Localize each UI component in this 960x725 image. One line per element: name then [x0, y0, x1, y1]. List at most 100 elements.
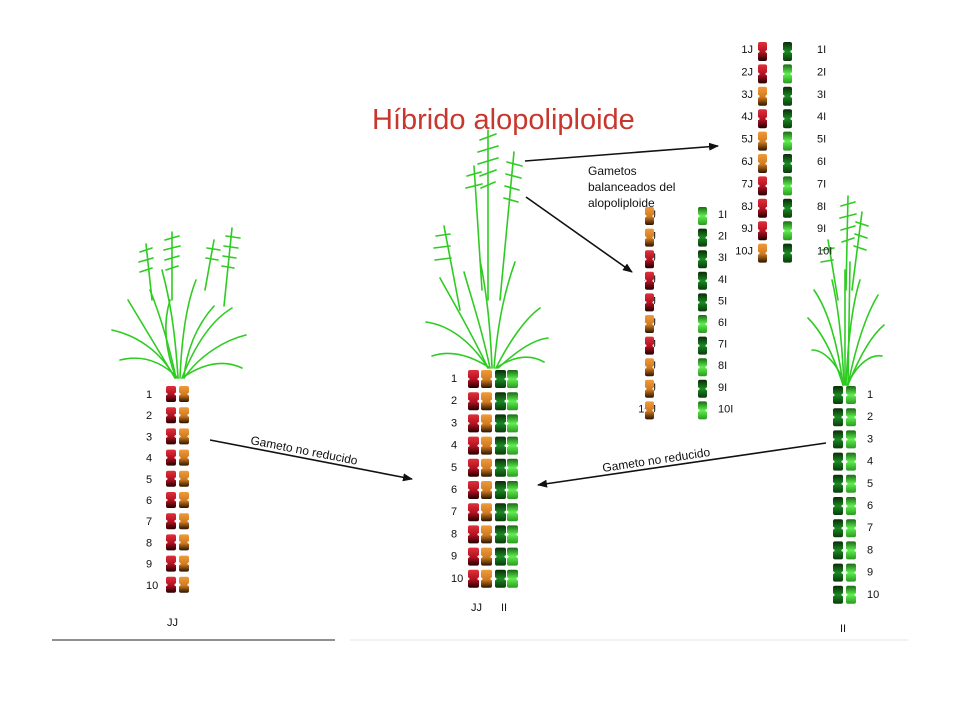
chromosome-jj-a-4 — [165, 449, 177, 466]
gamete-label-right: 4I — [718, 274, 727, 286]
gamete-chromosome-i-1 — [697, 207, 708, 225]
chromosome-hybrid-3-8 — [506, 525, 519, 544]
chromosome-hybrid-0-7 — [467, 503, 480, 522]
gamete-chromosome-j-8 — [757, 198, 768, 218]
gamete-chromosome-j-3 — [644, 250, 655, 269]
gamete-chromosome-j-2 — [644, 228, 655, 247]
chromosome-set-label-jj: JJ — [471, 602, 482, 614]
chromosome-hybrid-1-5 — [480, 458, 493, 477]
chromosome-ii-b-5 — [845, 474, 857, 493]
chromosome-hybrid-0-10 — [467, 569, 480, 588]
gamete-chromosome-i-9 — [697, 379, 708, 398]
chromosome-hybrid-1-8 — [480, 525, 493, 544]
grass-plant-jj — [111, 227, 247, 379]
chromosome-number: 3 — [867, 433, 873, 445]
chromosome-hybrid-1-4 — [480, 436, 493, 455]
chromosome-hybrid-1-7 — [480, 503, 493, 522]
chromosome-hybrid-3-3 — [506, 414, 519, 433]
gamete-label-right: 5I — [817, 134, 826, 146]
gamete-chromosome-i-8 — [697, 358, 708, 377]
chromosome-hybrid-0-1 — [467, 370, 480, 388]
gamete-chromosome-i-3 — [697, 250, 708, 269]
chromosome-number: 10 — [451, 573, 463, 585]
gamete-label-right: 9I — [817, 223, 826, 235]
gamete-label-right: 10I — [718, 403, 733, 415]
chromosome-hybrid-3-7 — [506, 503, 519, 522]
chromosome-hybrid-2-10 — [494, 569, 507, 588]
gamete-chromosome-i-10 — [697, 401, 708, 420]
gamete-label-right: 6I — [718, 317, 727, 329]
gamete-chromosome-i-9 — [782, 221, 793, 241]
gamete-label-left: 1J — [741, 44, 753, 56]
chromosome-number: 5 — [146, 474, 152, 486]
chromosome-hybrid-0-2 — [467, 392, 480, 411]
gamete-chromosome-j-6 — [757, 154, 768, 173]
chromosome-number: 10 — [146, 580, 158, 592]
grass-plant-hybrid — [425, 129, 549, 369]
chromosome-hybrid-1-6 — [480, 481, 493, 499]
gamete-chromosome-i-7 — [697, 336, 708, 355]
chromosome-ii-a-2 — [832, 408, 844, 427]
chromosome-number: 5 — [451, 462, 457, 474]
chromosome-hybrid-0-9 — [467, 547, 480, 566]
gamete-label-left: 9J — [741, 223, 753, 235]
chromosome-hybrid-2-6 — [494, 481, 507, 499]
chromosome-hybrid-3-5 — [506, 458, 519, 477]
chromosome-jj-a-9 — [165, 555, 177, 572]
balanced-label-line-2: balanceados del — [588, 180, 676, 194]
chromosome-number: 8 — [867, 544, 873, 556]
chromosome-hybrid-1-10 — [480, 569, 493, 588]
chromosome-number: 9 — [867, 567, 873, 579]
chromosome-hybrid-3-1 — [506, 370, 519, 388]
chromosome-jj-a-6 — [165, 492, 177, 508]
gamete-label-left: 4J — [741, 111, 753, 123]
chromosome-hybrid-3-10 — [506, 569, 519, 588]
chromosome-jj-a-2 — [165, 407, 177, 424]
gamete-chromosome-i-10 — [782, 243, 793, 263]
chromosome-jj-b-10 — [178, 576, 190, 593]
balanced-label-line-1: Gametos — [588, 164, 637, 178]
chromosome-number: 2 — [146, 410, 152, 422]
chromosome-jj-b-4 — [178, 449, 190, 466]
chromosome-hybrid-2-5 — [494, 458, 507, 477]
chromosome-number: 5 — [867, 478, 873, 490]
gamete-chromosome-j-9 — [757, 221, 768, 241]
gamete-chromosome-i-4 — [782, 109, 793, 129]
chromosome-hybrid-2-8 — [494, 525, 507, 544]
chromosome-ii-a-5 — [832, 474, 844, 493]
chromosome-hybrid-1-9 — [480, 547, 493, 566]
chromosome-jj-b-1 — [178, 386, 190, 402]
chromosome-ii-a-8 — [832, 541, 844, 560]
chromosome-ii-b-8 — [845, 541, 857, 560]
chromosome-number: 7 — [867, 522, 873, 534]
gamete-label-right: 3I — [817, 89, 826, 101]
gamete-label-left: 10J — [735, 246, 753, 258]
gamete-label-right: 9I — [718, 382, 727, 394]
gamete-label-left: 8J — [741, 201, 753, 213]
chromosome-number: 1 — [451, 373, 457, 385]
chromosome-set-label-jj: JJ — [167, 617, 178, 629]
gamete-set-mid: 1J1I2J2I3J3I4J4I5J5I6J6I7J7I8J8I9J9I10J1… — [638, 207, 733, 420]
chromosome-number: 3 — [451, 417, 457, 429]
chromosome-number: 9 — [146, 559, 152, 571]
chromosome-jj-a-1 — [165, 386, 177, 402]
gamete-label-right: 5I — [718, 295, 727, 307]
chromosome-jj-b-7 — [178, 513, 190, 530]
chromosome-ii-b-7 — [845, 519, 857, 538]
chromosome-number: 6 — [146, 495, 152, 507]
chromosome-hybrid-0-5 — [467, 458, 480, 477]
gamete-label-right: 7I — [718, 339, 727, 351]
gamete-chromosome-i-4 — [697, 271, 708, 290]
gamete-label-right: 2I — [817, 66, 826, 78]
chromosome-ii-a-9 — [832, 563, 844, 582]
chromosome-jj-b-3 — [178, 428, 190, 445]
chromosome-ii-b-2 — [845, 408, 857, 427]
gamete-chromosome-j-6 — [644, 315, 655, 333]
page-title: Híbrido alopoliploide — [372, 104, 635, 136]
gamete-chromosome-j-10 — [757, 243, 768, 263]
chromosome-hybrid-2-9 — [494, 547, 507, 566]
